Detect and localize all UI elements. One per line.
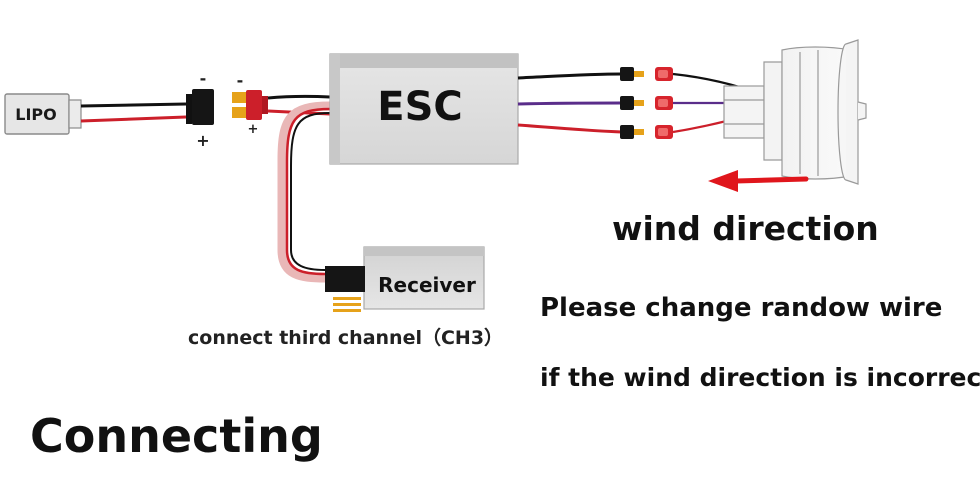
esc-input-connector: - + xyxy=(232,71,268,137)
esc-connector-plus: + xyxy=(248,122,259,137)
wind-direction-arrow xyxy=(708,170,809,192)
edf-fan-unit xyxy=(723,39,867,185)
battery-lead-wires xyxy=(80,102,187,123)
signal-cable xyxy=(277,101,335,283)
page-title: Connecting xyxy=(30,409,323,463)
battery-connector-plus: + xyxy=(196,131,209,150)
battery-connector-minus: - xyxy=(200,69,207,88)
instruction-line-2: if the wind direction is incorrect xyxy=(540,363,980,392)
instruction-line-1: Please change randow wire xyxy=(540,293,942,323)
receiver-label: Receiver xyxy=(378,273,476,297)
connector-pair-1 xyxy=(620,67,673,81)
lipo-battery: LIPO xyxy=(4,93,82,135)
battery-connector: - + xyxy=(186,69,214,150)
lipo-label: LIPO xyxy=(15,105,56,124)
wind-direction-label: wind direction xyxy=(612,209,879,248)
receiver-channel-note: connect third channel（CH3） xyxy=(188,326,503,349)
receiver-module: Receiver xyxy=(363,246,485,310)
receiver-channel-plug xyxy=(325,266,365,312)
connector-pair-3 xyxy=(620,125,673,139)
esc-module: ESC xyxy=(329,53,519,165)
motor-wire-connectors xyxy=(620,67,673,139)
connector-pair-2 xyxy=(620,96,673,110)
esc-output-wires xyxy=(517,72,623,134)
esc-connector-minus: - xyxy=(237,71,244,90)
esc-label: ESC xyxy=(377,84,463,130)
